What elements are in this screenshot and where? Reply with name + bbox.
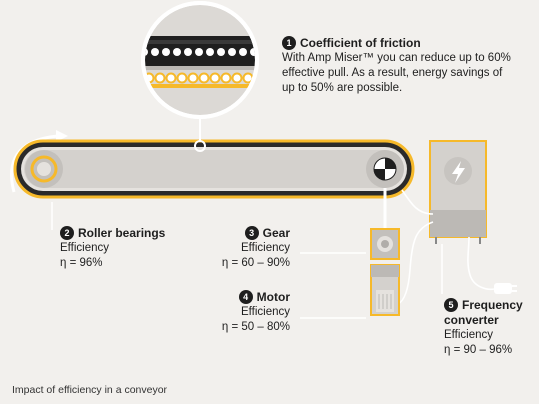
motor-efficiency-value: η = 50 – 80%	[221, 321, 290, 333]
top-bead	[173, 48, 181, 56]
roller-efficiency-label: Efficiency	[60, 242, 110, 254]
top-bead	[206, 48, 214, 56]
gear-title-text: Gear	[262, 226, 290, 240]
converter-efficiency-value: η = 90 – 96%	[444, 344, 513, 356]
friction-title: 1 Coefficient of friction	[282, 36, 511, 51]
drive-roller-icon	[366, 150, 404, 188]
bottom-bead	[231, 72, 243, 84]
curved-arrow-icon	[9, 130, 68, 193]
top-bead	[239, 48, 247, 56]
friction-text-line-2: effective pull. As a result, energy savi…	[282, 67, 503, 79]
lightning-icon	[452, 161, 465, 183]
roller-efficiency-value: η = 96%	[60, 257, 103, 269]
conveyor-belt	[13, 139, 415, 199]
top-bead	[151, 48, 159, 56]
frequency-converter-callout: 5 Frequency converter Efficiency η = 90 –…	[444, 298, 523, 358]
bottom-bead	[165, 72, 177, 84]
friction-magnifier	[141, 1, 259, 119]
gear-unit	[370, 228, 400, 260]
bottom-bead	[198, 72, 210, 84]
callout-number: 3	[244, 226, 259, 240]
bottom-bead	[154, 72, 166, 84]
roller-title-text: Roller bearings	[78, 226, 166, 240]
top-bead	[217, 48, 225, 56]
top-bead	[162, 48, 170, 56]
friction-text-line-3: up to 50% are possible.	[282, 82, 403, 94]
roller-bearing-icon	[25, 150, 63, 188]
top-bead	[145, 48, 148, 56]
top-bead	[195, 48, 203, 56]
callout-number: 4	[238, 290, 253, 304]
converter-title-text-1: Frequency	[462, 298, 523, 312]
callout-number: 2	[60, 226, 74, 240]
friction-callout: 1 Coefficient of friction With Amp Miser™…	[282, 36, 511, 96]
top-bead	[184, 48, 192, 56]
friction-text-line-1: With Amp Miser™ you can reduce up to 60%	[282, 52, 511, 64]
top-bead	[250, 48, 255, 56]
converter-title-line-2: converter	[444, 313, 499, 327]
top-bead	[228, 48, 236, 56]
gear-efficiency-value: η = 60 – 90%	[221, 257, 290, 269]
figure-caption: Impact of efficiency in a conveyor	[12, 384, 168, 396]
power-plug-icon	[494, 283, 517, 294]
converter-efficiency-label: Efficiency	[444, 329, 494, 341]
roller-title: 2 Roller bearings	[60, 226, 165, 241]
friction-title-text: Coefficient of friction	[300, 36, 421, 50]
converter-title-line-1: 5 Frequency	[444, 298, 523, 313]
frequency-converter-cabinet	[429, 140, 487, 244]
roller-bearings-callout: 2 Roller bearings Efficiency η = 96%	[60, 226, 165, 271]
bottom-bead	[209, 72, 221, 84]
motor-efficiency-label: Efficiency	[240, 306, 290, 318]
bottom-bead	[187, 72, 199, 84]
callout-number: 5	[444, 298, 458, 312]
bottom-bead	[176, 72, 188, 84]
motor-unit	[370, 264, 400, 316]
callout-number: 1	[282, 36, 296, 50]
gear-efficiency-label: Efficiency	[240, 242, 290, 254]
bottom-bead	[220, 72, 232, 84]
motor-title-text: Motor	[256, 290, 290, 304]
